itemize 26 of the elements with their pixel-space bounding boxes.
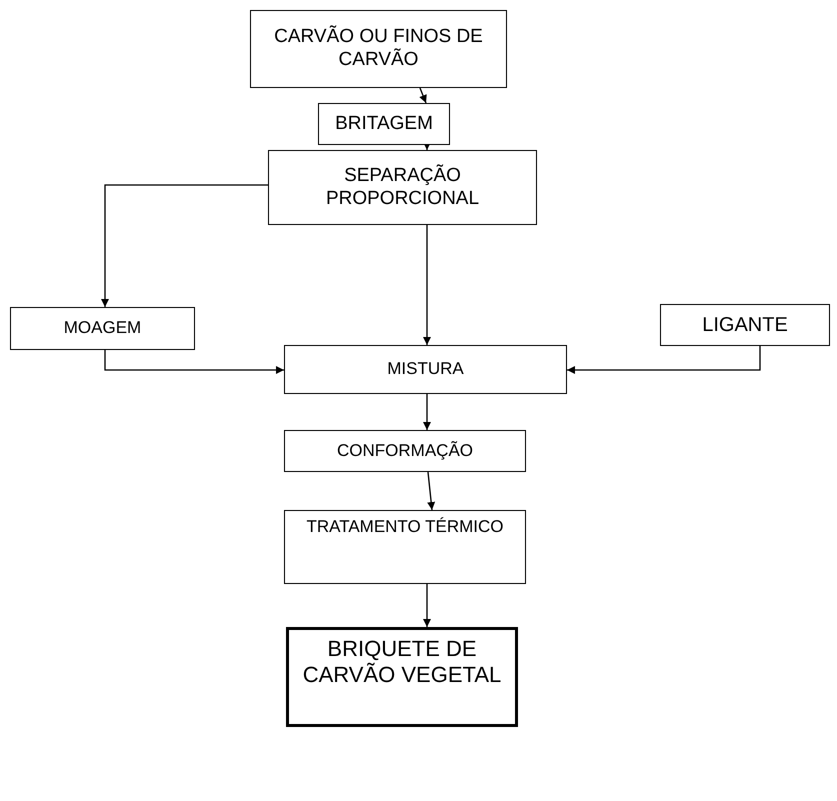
arrow: [423, 225, 431, 345]
step-label: BRIQUETE DE CARVÃO VEGETAL: [302, 636, 502, 689]
arrow: [567, 346, 761, 374]
process-box: [284, 430, 526, 472]
process-box: [286, 627, 518, 727]
step-label: MOAGEM: [64, 318, 142, 339]
process-box: [318, 103, 450, 145]
process-box: [284, 510, 526, 584]
step-label: CONFORMAÇÃO: [337, 440, 473, 462]
step-label: BRITAGEM: [335, 112, 433, 136]
process-box: [284, 345, 567, 394]
process-box: [268, 150, 537, 225]
step-label: TRATAMENTO TÉRMICO: [306, 517, 504, 538]
process-box: [250, 10, 507, 88]
arrow: [419, 88, 427, 104]
step-label: CARVÃO OU FINOS DE CARVÃO: [273, 26, 484, 72]
step-label: SEPARAÇÃO PROPORCIONAL: [324, 164, 480, 210]
arrow: [101, 184, 268, 307]
arrow: [423, 584, 431, 627]
process-box: [10, 307, 195, 350]
step-label: MISTURA: [387, 359, 464, 380]
process-box: [660, 304, 830, 346]
step-label: LIGANTE: [702, 313, 788, 337]
arrow: [104, 350, 284, 374]
arrow: [423, 394, 431, 430]
arrow: [427, 472, 436, 510]
